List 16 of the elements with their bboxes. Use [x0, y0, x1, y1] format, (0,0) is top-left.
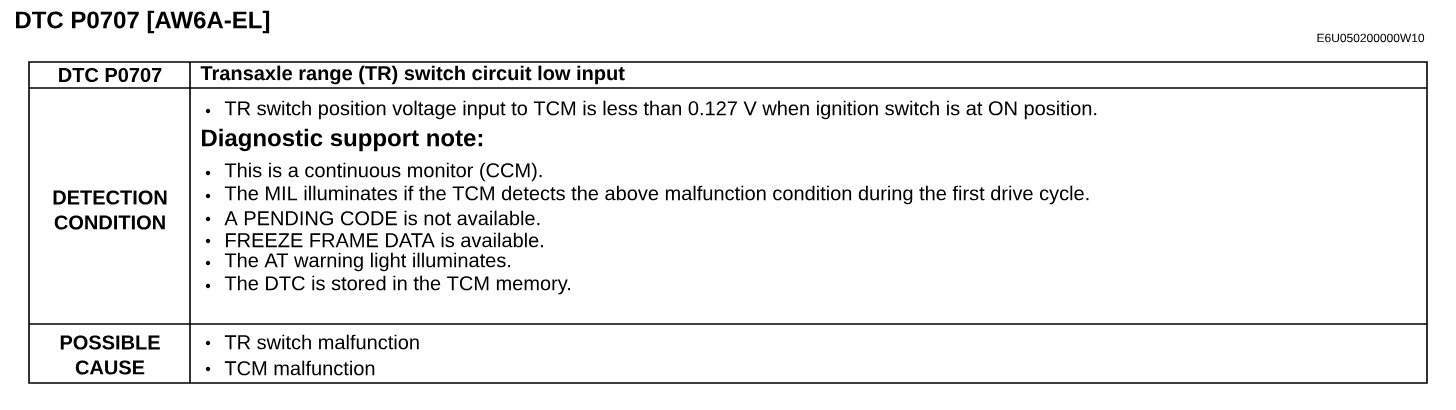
bullet-item: TCM malfunction	[224, 360, 375, 376]
bullet-item: A PENDING CODE is not available.	[224, 210, 540, 226]
bullet-item: FREEZE FRAME DATA is available.	[226, 232, 543, 248]
header-cell-text: DTC P0707	[59, 67, 162, 83]
bullet-item: This is a continuous monitor (CCM).	[224, 162, 542, 182]
document-code: E6U050200000W10	[1317, 33, 1425, 43]
bullet-item: The AT warning light illuminates.	[224, 252, 511, 272]
header-cell-text: Transaxle range (TR) switch circuit low input	[200, 65, 625, 85]
row-heading: POSSIBLE CAUSE	[60, 335, 160, 375]
subheading: Diagnostic support note:	[202, 128, 483, 152]
bullet-item: TR switch malfunction	[224, 334, 419, 350]
bullet-item: The MIL illuminates if the TCM detects the above malfunction condition during the first drive cycle.	[224, 185, 1089, 205]
row-heading: DETECTION CONDITION	[53, 190, 167, 230]
bullet-item: The DTC is stored in the TCM memory.	[224, 275, 571, 295]
bullet-item: TR switch position voltage input to TCM is less than 0.127 V when ignition switch is at ON position.	[224, 100, 1097, 120]
title: DTC P0707 [AW6A-EL]	[16, 10, 270, 34]
